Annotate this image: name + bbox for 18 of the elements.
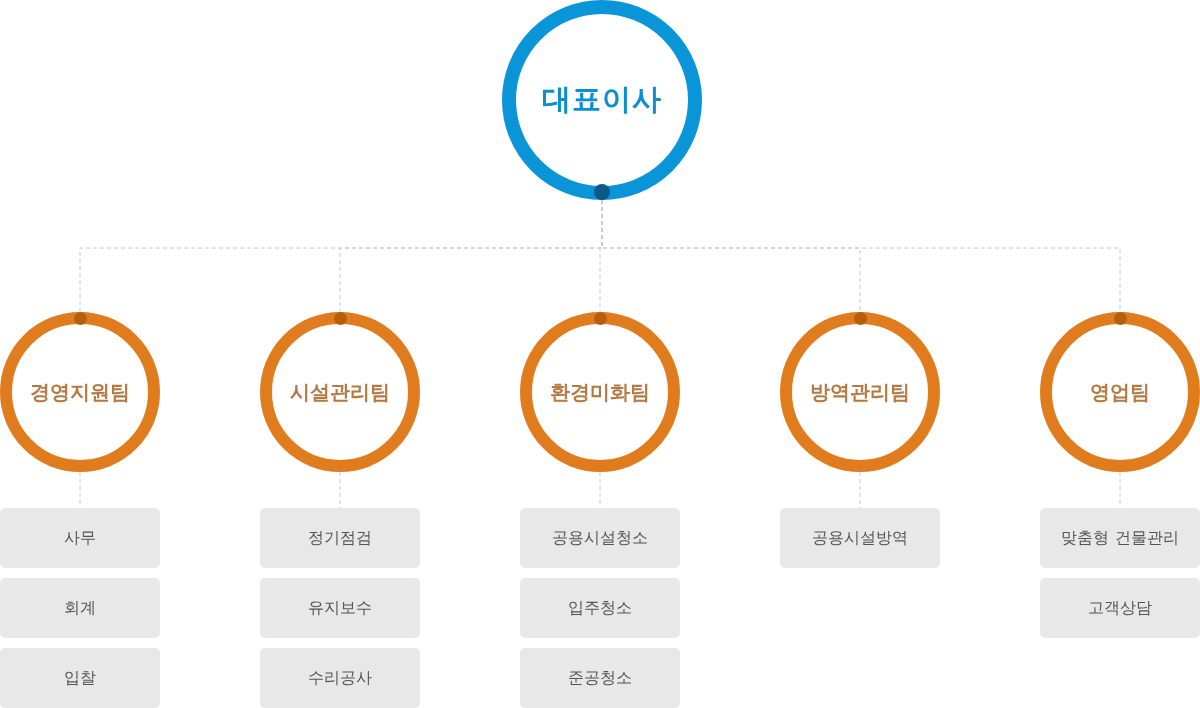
duty-box: 입주청소 (520, 578, 680, 638)
duty-box: 공용시설방역 (780, 508, 940, 568)
duty-box: 준공청소 (520, 648, 680, 708)
duty-box: 유지보수 (260, 578, 420, 638)
team-circle: 방역관리팀 (780, 312, 940, 472)
duty-box: 공용시설청소 (520, 508, 680, 568)
team-circle: 시설관리팀 (260, 312, 420, 472)
duty-box: 맞춤형 건물관리 (1040, 508, 1200, 568)
team-circle: 영업팀 (1040, 312, 1200, 472)
team-circle: 경영지원팀 (0, 312, 160, 472)
duty-box: 사무 (0, 508, 160, 568)
duty-box: 고객상담 (1040, 578, 1200, 638)
duty-box: 수리공사 (260, 648, 420, 708)
duty-box: 정기점검 (260, 508, 420, 568)
duty-box: 회계 (0, 578, 160, 638)
team-circle: 환경미화팀 (520, 312, 680, 472)
ceo-circle: 대표이사 (502, 0, 702, 200)
duty-box: 입찰 (0, 648, 160, 708)
